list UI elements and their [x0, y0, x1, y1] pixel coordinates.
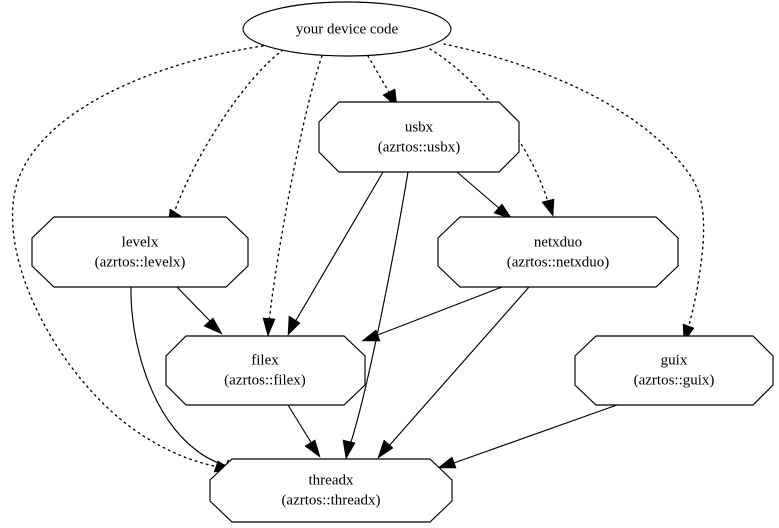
- node-layer: your device code usbx (azrtos::usbx) lev…: [31, 1, 774, 523]
- node-shape-octagon: [209, 458, 453, 523]
- node-label-threadx-primary: threadx: [309, 472, 354, 488]
- node-shape-octagon: [574, 335, 774, 406]
- node-label-levelx-primary: levelx: [122, 234, 159, 250]
- node-shape-octagon: [31, 216, 249, 288]
- node-label-levelx-secondary: (azrtos::levelx): [95, 254, 186, 270]
- edge-netxduo-to-threadx: [377, 286, 530, 459]
- node-shape-octagon: [165, 335, 366, 406]
- node-label-filex-secondary: (azrtos::filex): [224, 372, 306, 388]
- node-label-threadx-secondary: (azrtos::threadx): [281, 492, 380, 508]
- node-shape-octagon: [318, 101, 520, 173]
- edge-usbx-to-threadx: [342, 171, 409, 460]
- node-shape-ellipse: [242, 1, 452, 57]
- edge-device-to-guix: [443, 43, 705, 343]
- edge-layer: [11, 43, 705, 473]
- node-filex[interactable]: filex (azrtos::filex): [165, 335, 366, 406]
- node-label-netxduo-primary: netxduo: [534, 234, 582, 250]
- edge-device-to-filex: [262, 55, 323, 337]
- node-netxduo[interactable]: netxduo (azrtos::netxduo): [437, 216, 679, 288]
- node-label-netxduo-secondary: (azrtos::netxduo): [507, 254, 609, 270]
- node-shape-octagon: [437, 216, 679, 288]
- edge-usbx-to-netxduo: [456, 171, 513, 220]
- node-label-usbx-primary: usbx: [405, 119, 434, 135]
- node-label-guix-primary: guix: [661, 352, 688, 368]
- edge-device-to-netxduo: [429, 48, 555, 217]
- edge-guix-to-threadx: [437, 404, 618, 469]
- edge-filex-to-threadx: [287, 404, 321, 458]
- node-label-device-primary: your device code: [296, 21, 399, 37]
- edge-device-to-usbx: [367, 55, 398, 108]
- node-levelx[interactable]: levelx (azrtos::levelx): [31, 216, 249, 288]
- edge-levelx-to-filex: [176, 286, 223, 335]
- node-label-guix-secondary: (azrtos::guix): [634, 372, 715, 388]
- edge-netxduo-to-filex: [361, 286, 503, 342]
- edge-device-to-levelx: [167, 49, 284, 228]
- node-guix[interactable]: guix (azrtos::guix): [574, 335, 774, 406]
- node-label-filex-primary: filex: [251, 352, 279, 368]
- edge-usbx-to-filex: [287, 171, 384, 336]
- node-usbx[interactable]: usbx (azrtos::usbx): [318, 101, 520, 173]
- node-threadx[interactable]: threadx (azrtos::threadx): [209, 458, 453, 523]
- node-label-usbx-secondary: (azrtos::usbx): [378, 139, 460, 155]
- node-your-device-code[interactable]: your device code: [242, 1, 452, 57]
